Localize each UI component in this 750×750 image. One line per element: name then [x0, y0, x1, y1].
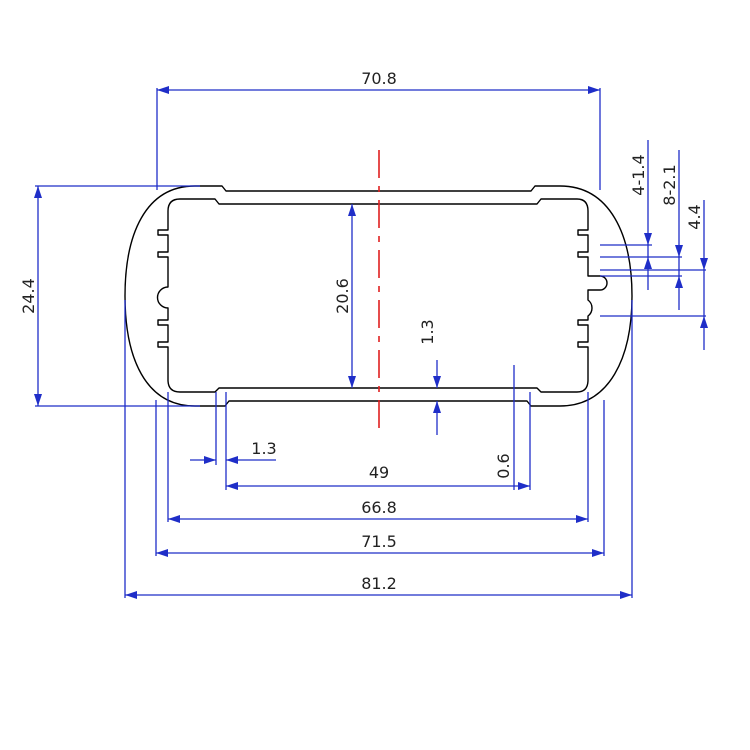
dim-slot-gap: 49: [369, 463, 389, 482]
outer-shell: [124, 185, 633, 407]
dim-top-inner-width: 70.8: [361, 69, 397, 88]
inner-cavity: [156, 198, 608, 393]
dim-inner-width: 66.8: [361, 498, 397, 517]
dim-wall-thickness: 1.3: [418, 319, 437, 344]
enclosure-outline: [124, 185, 633, 407]
dim-overall-width: 81.2: [361, 574, 397, 593]
dim-slot-depth: 0.6: [494, 453, 513, 478]
dim-body-width: 71.5: [361, 532, 397, 551]
dimension-lines: [34, 86, 708, 599]
dim-slot-spec-a: 4-1.4: [629, 154, 648, 195]
dim-slot-spacing: 4.4: [685, 204, 704, 229]
dim-rib-thickness: 1.3: [251, 439, 276, 458]
dim-inner-height: 20.6: [333, 278, 352, 314]
dim-total-height: 24.4: [19, 278, 38, 314]
dim-slot-spec-b: 8-2.1: [660, 164, 679, 205]
